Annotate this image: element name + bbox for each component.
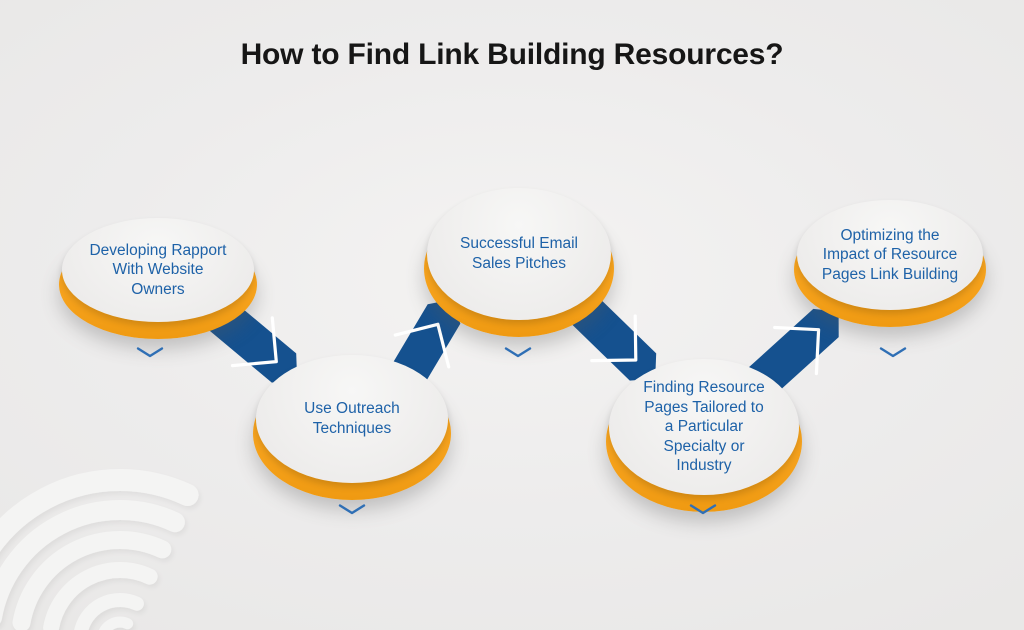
flow-arrow-chevron-icon (230, 316, 278, 368)
disk-face (256, 355, 448, 483)
globe-watermark-icon (0, 469, 199, 630)
disk-face (427, 188, 611, 320)
flow-arrow-chevron-icon (590, 314, 638, 363)
step-node-1: Developing Rapport With Website Owners (59, 218, 257, 339)
step-label: Finding Resource Pages Tailored to a Par… (643, 379, 765, 475)
step-node-4: Finding Resource Pages Tailored to a Par… (606, 359, 802, 512)
down-chevron-icon (136, 347, 164, 358)
step-node-2: Use Outreach Techniques (253, 355, 451, 500)
step-label: Optimizing the Impact of Resource Pages … (821, 226, 959, 283)
disk-face (797, 200, 983, 310)
step-label: Developing Rapport With Website Owners (89, 241, 227, 298)
down-chevron-icon (689, 504, 717, 515)
disk-face (609, 359, 799, 495)
page-title: How to Find Link Building Resources? (240, 38, 784, 71)
disk-face (62, 218, 254, 322)
flow-arrow-chevron-icon (393, 322, 451, 369)
down-chevron-icon (504, 347, 532, 358)
flow-arrow-chevron-icon (773, 325, 821, 376)
step-label: Use Outreach Techniques (304, 400, 400, 437)
step-node-5: Optimizing the Impact of Resource Pages … (794, 200, 986, 327)
step-node-3: Successful Email Sales Pitches (424, 188, 614, 337)
down-chevron-icon (879, 347, 907, 358)
down-chevron-icon (338, 504, 366, 515)
step-label: Successful Email Sales Pitches (459, 235, 578, 272)
